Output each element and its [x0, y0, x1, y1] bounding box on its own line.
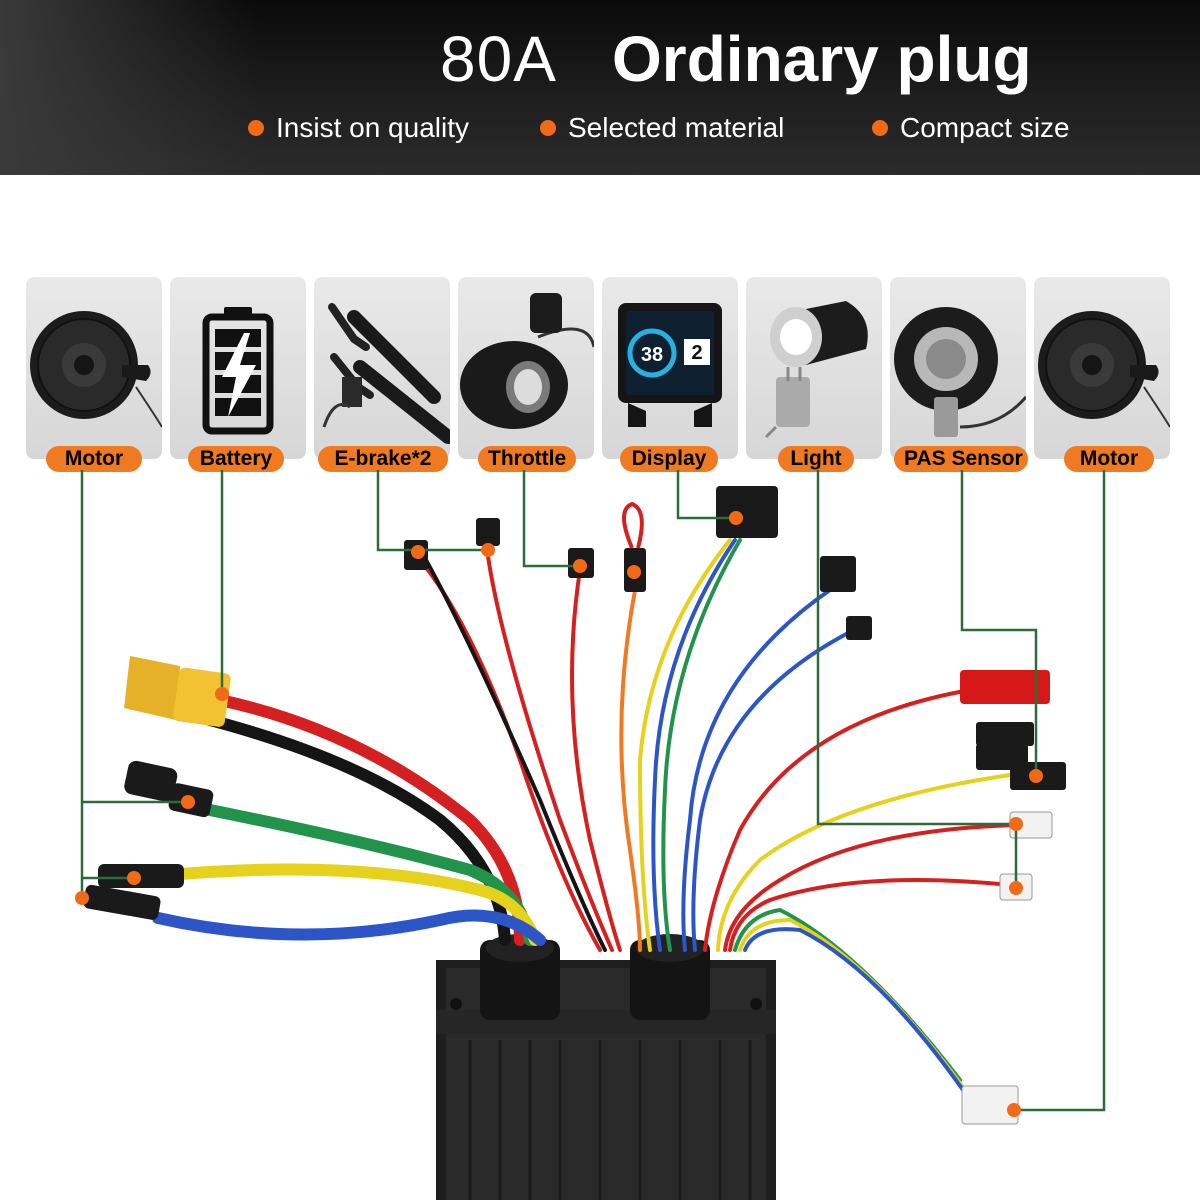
hub-motor-icon	[30, 311, 162, 428]
leader-ebrake	[376, 470, 488, 552]
leader-light	[816, 470, 1018, 888]
controller-box	[436, 934, 776, 1200]
leader-display	[676, 470, 736, 520]
dot-ebike-lock	[627, 565, 641, 579]
leader-pas	[960, 470, 1038, 776]
tag-ebrake: E-brake*2	[318, 446, 448, 472]
tag-motor-left: Motor	[46, 446, 142, 472]
dot-light-2	[1009, 881, 1023, 895]
feature-label: Compact size	[900, 112, 1070, 143]
feature-label: Insist on quality	[276, 112, 469, 143]
motor-bullet-connectors	[83, 760, 214, 920]
tag-pas-sensor: PAS Sensor	[894, 446, 1028, 472]
feature-label: Selected material	[568, 112, 785, 143]
bullet-dot-icon	[872, 119, 888, 136]
connector-dots	[75, 511, 1043, 1117]
card-battery	[170, 277, 306, 459]
battery-positive-wire	[214, 694, 526, 946]
dot-light-1	[1009, 817, 1023, 831]
svg-text:2: 2	[691, 342, 702, 364]
dot-motor-right	[1007, 1103, 1021, 1117]
dot-ebrake-1	[411, 545, 425, 559]
amperage-label: 80A	[440, 23, 557, 95]
tag-motor-right: Motor	[1064, 446, 1154, 472]
card-pas-sensor	[890, 277, 1026, 459]
card-motor-left	[26, 277, 162, 459]
bullet-dot-icon	[540, 119, 556, 136]
motor-phase-blue-wire	[152, 909, 546, 946]
header-banner: 80A Ordinary plug Insist on quality Sele…	[0, 0, 1200, 175]
power-cables	[152, 694, 546, 946]
tag-throttle: Throttle	[478, 446, 576, 472]
lcd-display-icon: 38 2	[618, 303, 722, 427]
title-row: 80A Ordinary plug	[0, 22, 1200, 102]
brake-lever-icon	[322, 303, 450, 444]
svg-text:38: 38	[641, 344, 663, 366]
dot-motor-blue	[75, 891, 89, 905]
feature-quality: Insist on quality	[248, 112, 469, 144]
signal-wires	[418, 538, 1017, 1102]
motor-phase-yellow-wire	[174, 863, 541, 946]
headlight-icon	[764, 301, 868, 439]
thumb-throttle-icon	[460, 293, 594, 429]
card-motor-right	[1034, 277, 1170, 459]
leader-lines	[80, 470, 1106, 1112]
dot-battery	[215, 687, 229, 701]
hub-motor-icon	[1038, 311, 1170, 428]
tag-display: Display	[620, 446, 718, 472]
dot-motor-yellow	[127, 871, 141, 885]
tag-light: Light	[778, 446, 854, 472]
dot-ebrake-2	[481, 543, 495, 557]
dot-display	[729, 511, 743, 525]
tag-battery: Battery	[188, 446, 284, 472]
leader-motor-right	[1014, 470, 1106, 1112]
pas-sensor-icon	[894, 307, 1026, 437]
xt90-connector	[124, 656, 231, 727]
page-title: Ordinary plug	[612, 23, 1032, 95]
dot-motor-green	[181, 795, 195, 809]
dot-pas	[1029, 769, 1043, 783]
card-throttle	[458, 277, 594, 459]
feature-material: Selected material	[540, 112, 784, 144]
leader-throttle	[522, 470, 580, 568]
header-fade	[0, 0, 260, 175]
feature-size: Compact size	[872, 112, 1070, 144]
card-light	[746, 277, 882, 459]
card-display: 38 2	[602, 277, 738, 459]
dot-throttle	[573, 559, 587, 573]
bullet-dot-icon	[248, 119, 264, 136]
battery-icon	[202, 307, 274, 435]
card-ebrake	[314, 277, 450, 459]
